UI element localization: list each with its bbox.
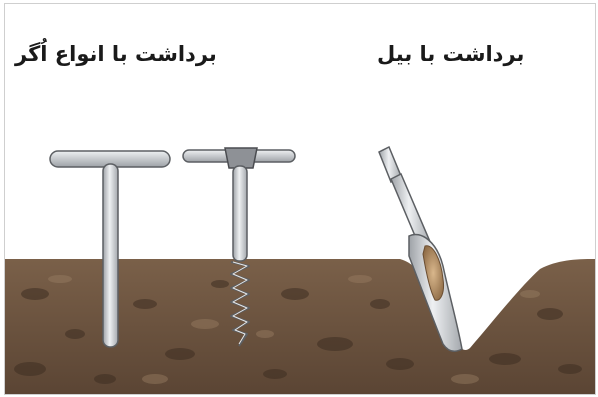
auger-sampling-label: برداشت با انواع اُگر	[15, 42, 217, 66]
soil-ground	[5, 259, 595, 394]
shovel-sampling-label: برداشت با بیل	[377, 42, 524, 66]
illustration-frame: برداشت با بیل برداشت با انواع اُگر	[4, 3, 596, 395]
